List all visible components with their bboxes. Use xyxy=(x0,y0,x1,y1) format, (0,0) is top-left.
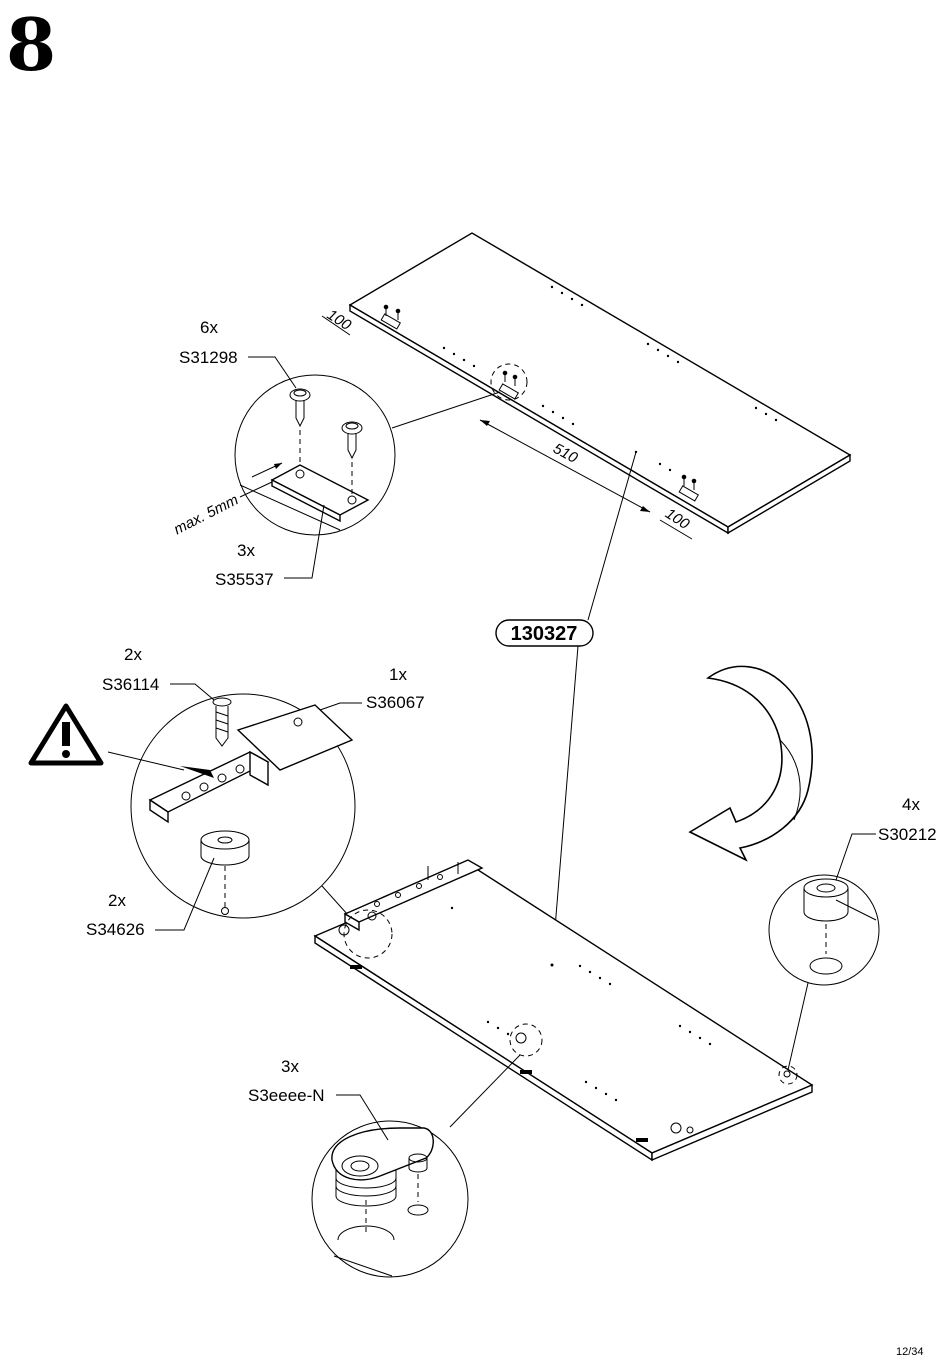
screw-icon xyxy=(341,421,363,494)
part-number-badge xyxy=(495,619,594,647)
code-s3eeee-n: S3eeee-N xyxy=(248,1086,325,1105)
qty-s36114: 2x xyxy=(124,645,142,664)
detail-rail xyxy=(130,693,356,919)
rotate-arrow-icon xyxy=(688,665,813,862)
qty-s31298: 6x xyxy=(200,318,218,337)
screw-icon xyxy=(289,388,311,466)
qty-s35537: 3x xyxy=(237,541,255,560)
cam-lock-icon xyxy=(331,1127,434,1277)
code-s31298: S31298 xyxy=(179,348,238,367)
code-s30212: S30212 xyxy=(878,825,937,844)
screw-icon xyxy=(212,697,232,747)
spacer-icon xyxy=(200,830,250,915)
warning-icon xyxy=(28,703,185,771)
qty-s3eeee-n: 3x xyxy=(281,1057,299,1076)
qty-s30212: 4x xyxy=(902,795,920,814)
cam-housing-icon xyxy=(803,878,849,975)
bottom-panel xyxy=(313,859,814,1162)
part-number: 130327 xyxy=(511,623,578,645)
top-panel xyxy=(321,232,852,540)
dimension-max-gap: max. 5mm xyxy=(171,491,241,538)
detail-small-cam xyxy=(768,874,880,1071)
detail-bracket-screws xyxy=(234,374,501,536)
page-indicator: 12/34 xyxy=(896,1346,924,1358)
code-s36114: S36114 xyxy=(102,675,159,694)
qty-s34626: 2x xyxy=(108,891,126,910)
code-s35537: S35537 xyxy=(215,570,274,589)
code-s34626: S34626 xyxy=(86,920,145,939)
code-s36067: S36067 xyxy=(366,693,425,712)
step-number: 8 xyxy=(6,2,56,87)
qty-s36067: 1x xyxy=(389,665,407,684)
detail-cam-lock xyxy=(311,1054,521,1278)
